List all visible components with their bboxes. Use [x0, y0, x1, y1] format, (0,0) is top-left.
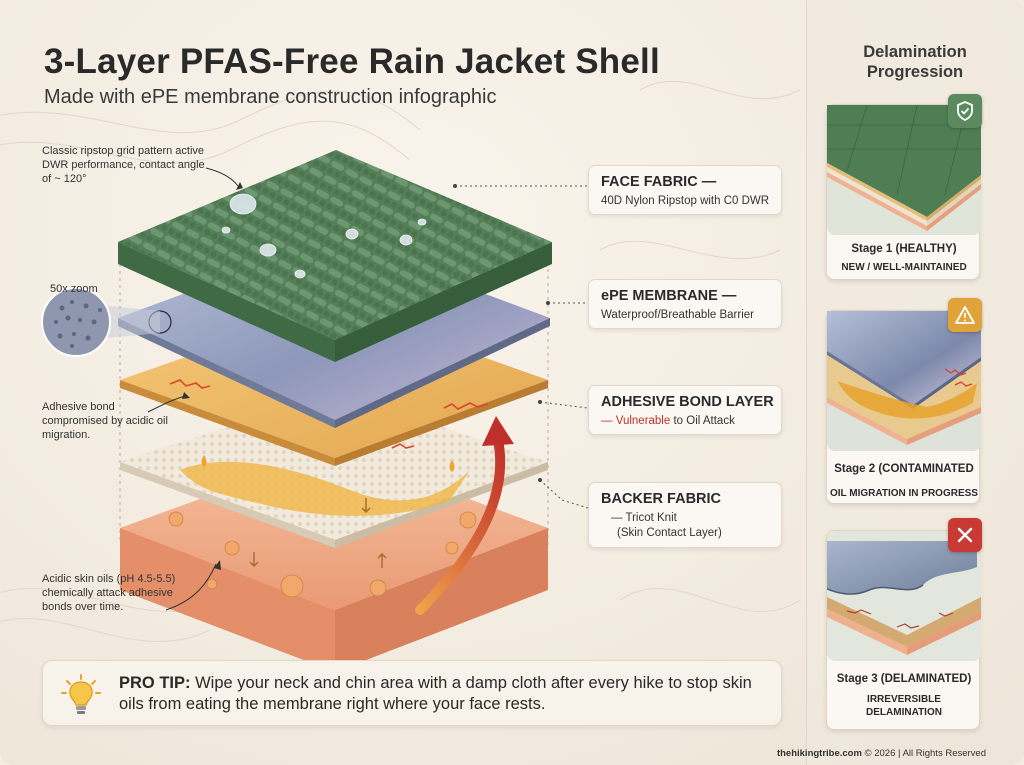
face-fabric-layer — [118, 150, 552, 362]
stage-2-label: Stage 2 (CONTAMINATED — [834, 463, 974, 475]
adhesive-sub-prefix: — — [601, 415, 616, 427]
backer-fabric-label: BACKER FABRIC — Tricot Knit (Skin Contac… — [588, 482, 782, 548]
footer-credit: thehikingtribe.com © 2026 | All Rights R… — [777, 748, 986, 759]
stage-card-delaminated: Stage 3 (DELAMINATED) IRREVERSIBLE DELAM… — [826, 530, 981, 730]
water-droplet — [345, 228, 359, 240]
backer-sub2: (Skin Contact Layer) — [617, 527, 722, 539]
pro-tip-box: PRO TIP: Wipe your neck and chin area wi… — [42, 660, 782, 726]
stage-3-label: Stage 3 (DELAMINATED) — [836, 673, 972, 685]
page-title: 3-Layer PFAS-Free Rain Jacket Shell — [44, 42, 660, 81]
crack-mark — [443, 402, 489, 410]
adhesive-label: ADHESIVE BOND LAYER — Vulnerable to Oil … — [588, 385, 782, 435]
lightbulb-icon — [61, 674, 101, 714]
stage-2-illustration — [827, 311, 981, 451]
stage-card-healthy: Stage 1 (HEALTHY) NEW / WELL-MAINTAINED — [826, 104, 981, 280]
footer-site[interactable]: thehikingtribe.com — [776, 748, 862, 759]
membrane-label: ePE MEMBRANE — Waterproof/Breathable Bar… — [588, 279, 782, 329]
warning-triangle-icon — [948, 298, 982, 332]
page-subtitle: Made with ePE membrane construction info… — [44, 86, 497, 108]
footer-rights: © 2026 | All Rights Reserved — [861, 748, 986, 759]
arrow-head — [482, 416, 514, 446]
stage-2-sub: OIL MIGRATION IN PROGRESS — [830, 488, 978, 499]
skin-oils-note: Acidic skin oils (pH 4.5-5.5) chemically… — [42, 573, 176, 613]
zoom-note: 50x zoom — [50, 283, 98, 295]
face-fabric-title: FACE FABRIC — — [601, 174, 717, 190]
membrane-sub: Waterproof/Breathable Barrier — [601, 309, 754, 321]
water-droplet — [229, 193, 257, 215]
pro-tip-label: PRO TIP: — [119, 674, 191, 692]
adhesive-sub: — Vulnerable to Oil Attack — [601, 414, 769, 429]
close-x-icon — [948, 518, 982, 552]
stage-1-illustration — [827, 105, 981, 235]
leader-dwr — [205, 167, 239, 187]
water-droplet — [221, 226, 231, 234]
face-fabric-sub: 40D Nylon Ripstop with C0 DWR — [601, 195, 770, 207]
leader-oils — [165, 563, 217, 611]
pro-tip-text: PRO TIP: Wipe your neck and chin area wi… — [119, 673, 779, 715]
dwr-note: Classic ripstop grid pattern active DWR … — [42, 145, 205, 185]
water-droplet — [417, 218, 427, 226]
water-droplet — [399, 234, 413, 246]
stage-card-contaminated: Stage 2 (CONTAMINATED OIL MIGRATION IN P… — [826, 310, 981, 504]
layer-stack-diagram — [41, 150, 589, 672]
backer-fabric-layer — [120, 392, 548, 568]
water-droplet — [294, 269, 306, 279]
pro-tip-body: Wipe your neck and chin area with a damp… — [119, 674, 752, 713]
sidebar-title: Delamination Progression — [863, 43, 967, 81]
face-fabric-label: FACE FABRIC — 40D Nylon Ripstop with C0 … — [588, 165, 782, 215]
crack-mark — [169, 379, 211, 389]
adhesive-sub-red: Vulnerable — [615, 415, 671, 427]
stage-1-sub: NEW / WELL-MAINTAINED — [841, 262, 967, 273]
oil-migration-arrow — [415, 435, 506, 615]
stage-1-label: Stage 1 (HEALTHY) — [851, 243, 957, 255]
backer-sub1: — Tricot Knit — [611, 512, 677, 524]
water-droplet — [259, 243, 277, 257]
membrane-title: ePE MEMBRANE — — [601, 288, 737, 304]
backer-title: BACKER FABRIC — [601, 491, 722, 507]
shield-check-icon — [948, 94, 982, 128]
adhesive-title: ADHESIVE BOND LAYER — [601, 394, 774, 410]
leader-adhesive-right — [539, 401, 589, 409]
stage-3-illustration — [827, 531, 981, 661]
crack-mark — [391, 443, 415, 449]
leader-backer — [539, 479, 589, 509]
adhesive-note: Adhesive bond compromised by acidic oil … — [42, 401, 168, 441]
stage-3-sub: IRREVERSIBLE DELAMINATION — [866, 694, 942, 718]
adhesive-sub-suffix: to Oil Attack — [670, 415, 735, 427]
zoom-inset — [41, 287, 160, 357]
